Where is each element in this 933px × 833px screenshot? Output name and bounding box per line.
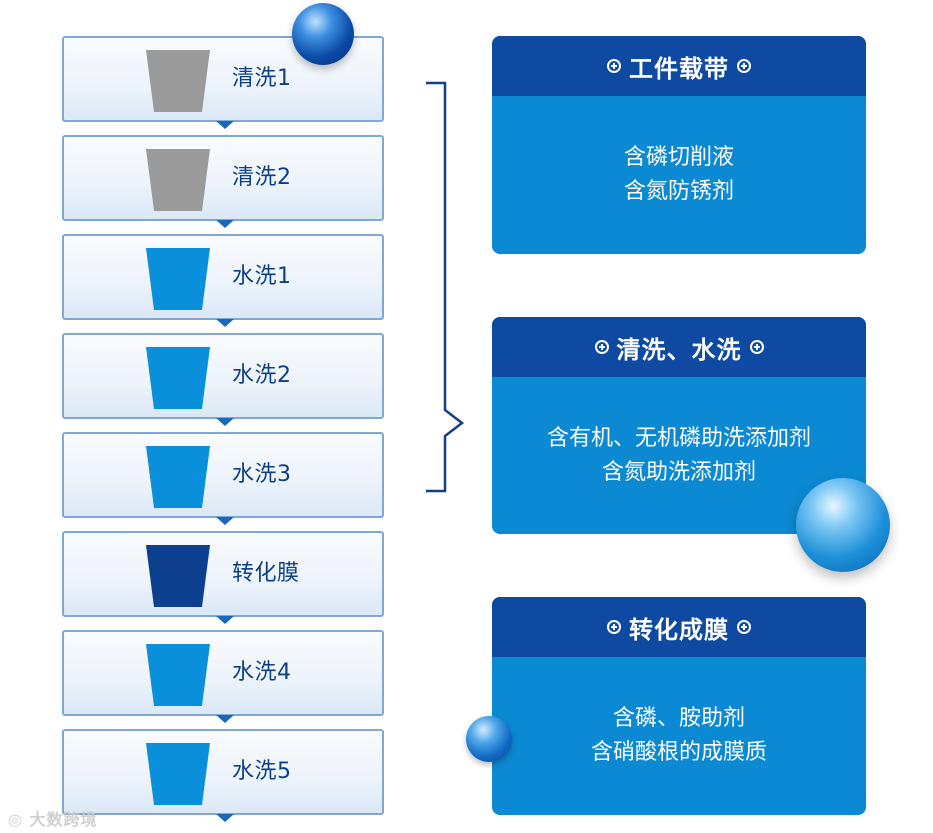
process-step: 水洗4 (62, 630, 384, 716)
step-label: 水洗5 (232, 731, 292, 813)
step-label: 水洗2 (232, 335, 292, 417)
cup-icon (146, 347, 210, 409)
card-title: 转化成膜 (629, 610, 729, 645)
card-body: 含磷、胺助剂 含硝酸根的成膜质 (492, 657, 866, 815)
sphere-decoration (292, 3, 354, 65)
process-step: 水洗1 (62, 234, 384, 320)
arrow-down-icon (216, 121, 234, 129)
card-title: 工件载带 (629, 49, 729, 84)
step-label: 清洗2 (232, 137, 292, 219)
plus-circle-icon (607, 620, 621, 634)
arrow-down-icon (216, 517, 234, 525)
cup-icon (146, 743, 210, 805)
cup-icon (146, 149, 210, 211)
card-title: 清洗、水洗 (617, 330, 742, 365)
arrow-down-icon (216, 418, 234, 426)
logo-icon: ◎ (8, 810, 23, 829)
card-line: 含氮防锈剂 (624, 175, 734, 209)
sphere-decoration (466, 716, 512, 762)
arrow-down-icon (216, 220, 234, 228)
plus-circle-icon (737, 620, 751, 634)
arrow-down-icon (216, 616, 234, 624)
plus-circle-icon (595, 340, 609, 354)
step-label: 水洗3 (232, 434, 292, 516)
card-line: 含有机、无机磷助洗添加剂 (547, 422, 811, 456)
cup-icon (146, 545, 210, 607)
info-card: 工件载带 含磷切削液 含氮防锈剂 (492, 36, 866, 254)
plus-circle-icon (607, 59, 621, 73)
process-step: 水洗5 (62, 729, 384, 815)
watermark-text: 大数跨境 (30, 810, 98, 829)
card-line: 含磷、胺助剂 (613, 702, 745, 736)
cup-icon (146, 446, 210, 508)
process-step: 水洗2 (62, 333, 384, 419)
card-line: 含硝酸根的成膜质 (591, 736, 767, 770)
sphere-decoration (796, 478, 890, 572)
cup-icon (146, 50, 210, 112)
process-step: 转化膜 (62, 531, 384, 617)
card-line: 含磷切削液 (624, 141, 734, 175)
arrow-down-icon (216, 319, 234, 327)
card-line: 含氮助洗添加剂 (602, 456, 756, 490)
step-label: 清洗1 (232, 38, 292, 120)
plus-circle-icon (750, 340, 764, 354)
arrow-down-icon (216, 814, 234, 822)
process-step: 清洗2 (62, 135, 384, 221)
info-card: 转化成膜 含磷、胺助剂 含硝酸根的成膜质 (492, 597, 866, 815)
cup-icon (146, 248, 210, 310)
watermark: ◎ 大数跨境 (8, 806, 98, 830)
step-label: 水洗1 (232, 236, 292, 318)
card-header: 工件载带 (492, 36, 866, 96)
process-step: 水洗3 (62, 432, 384, 518)
card-body: 含磷切削液 含氮防锈剂 (492, 96, 866, 254)
step-label: 水洗4 (232, 632, 292, 714)
bracket (420, 80, 470, 496)
plus-circle-icon (737, 59, 751, 73)
card-header: 转化成膜 (492, 597, 866, 657)
arrow-down-icon (216, 715, 234, 723)
step-label: 转化膜 (232, 533, 300, 615)
card-header: 清洗、水洗 (492, 317, 866, 377)
cup-icon (146, 644, 210, 706)
